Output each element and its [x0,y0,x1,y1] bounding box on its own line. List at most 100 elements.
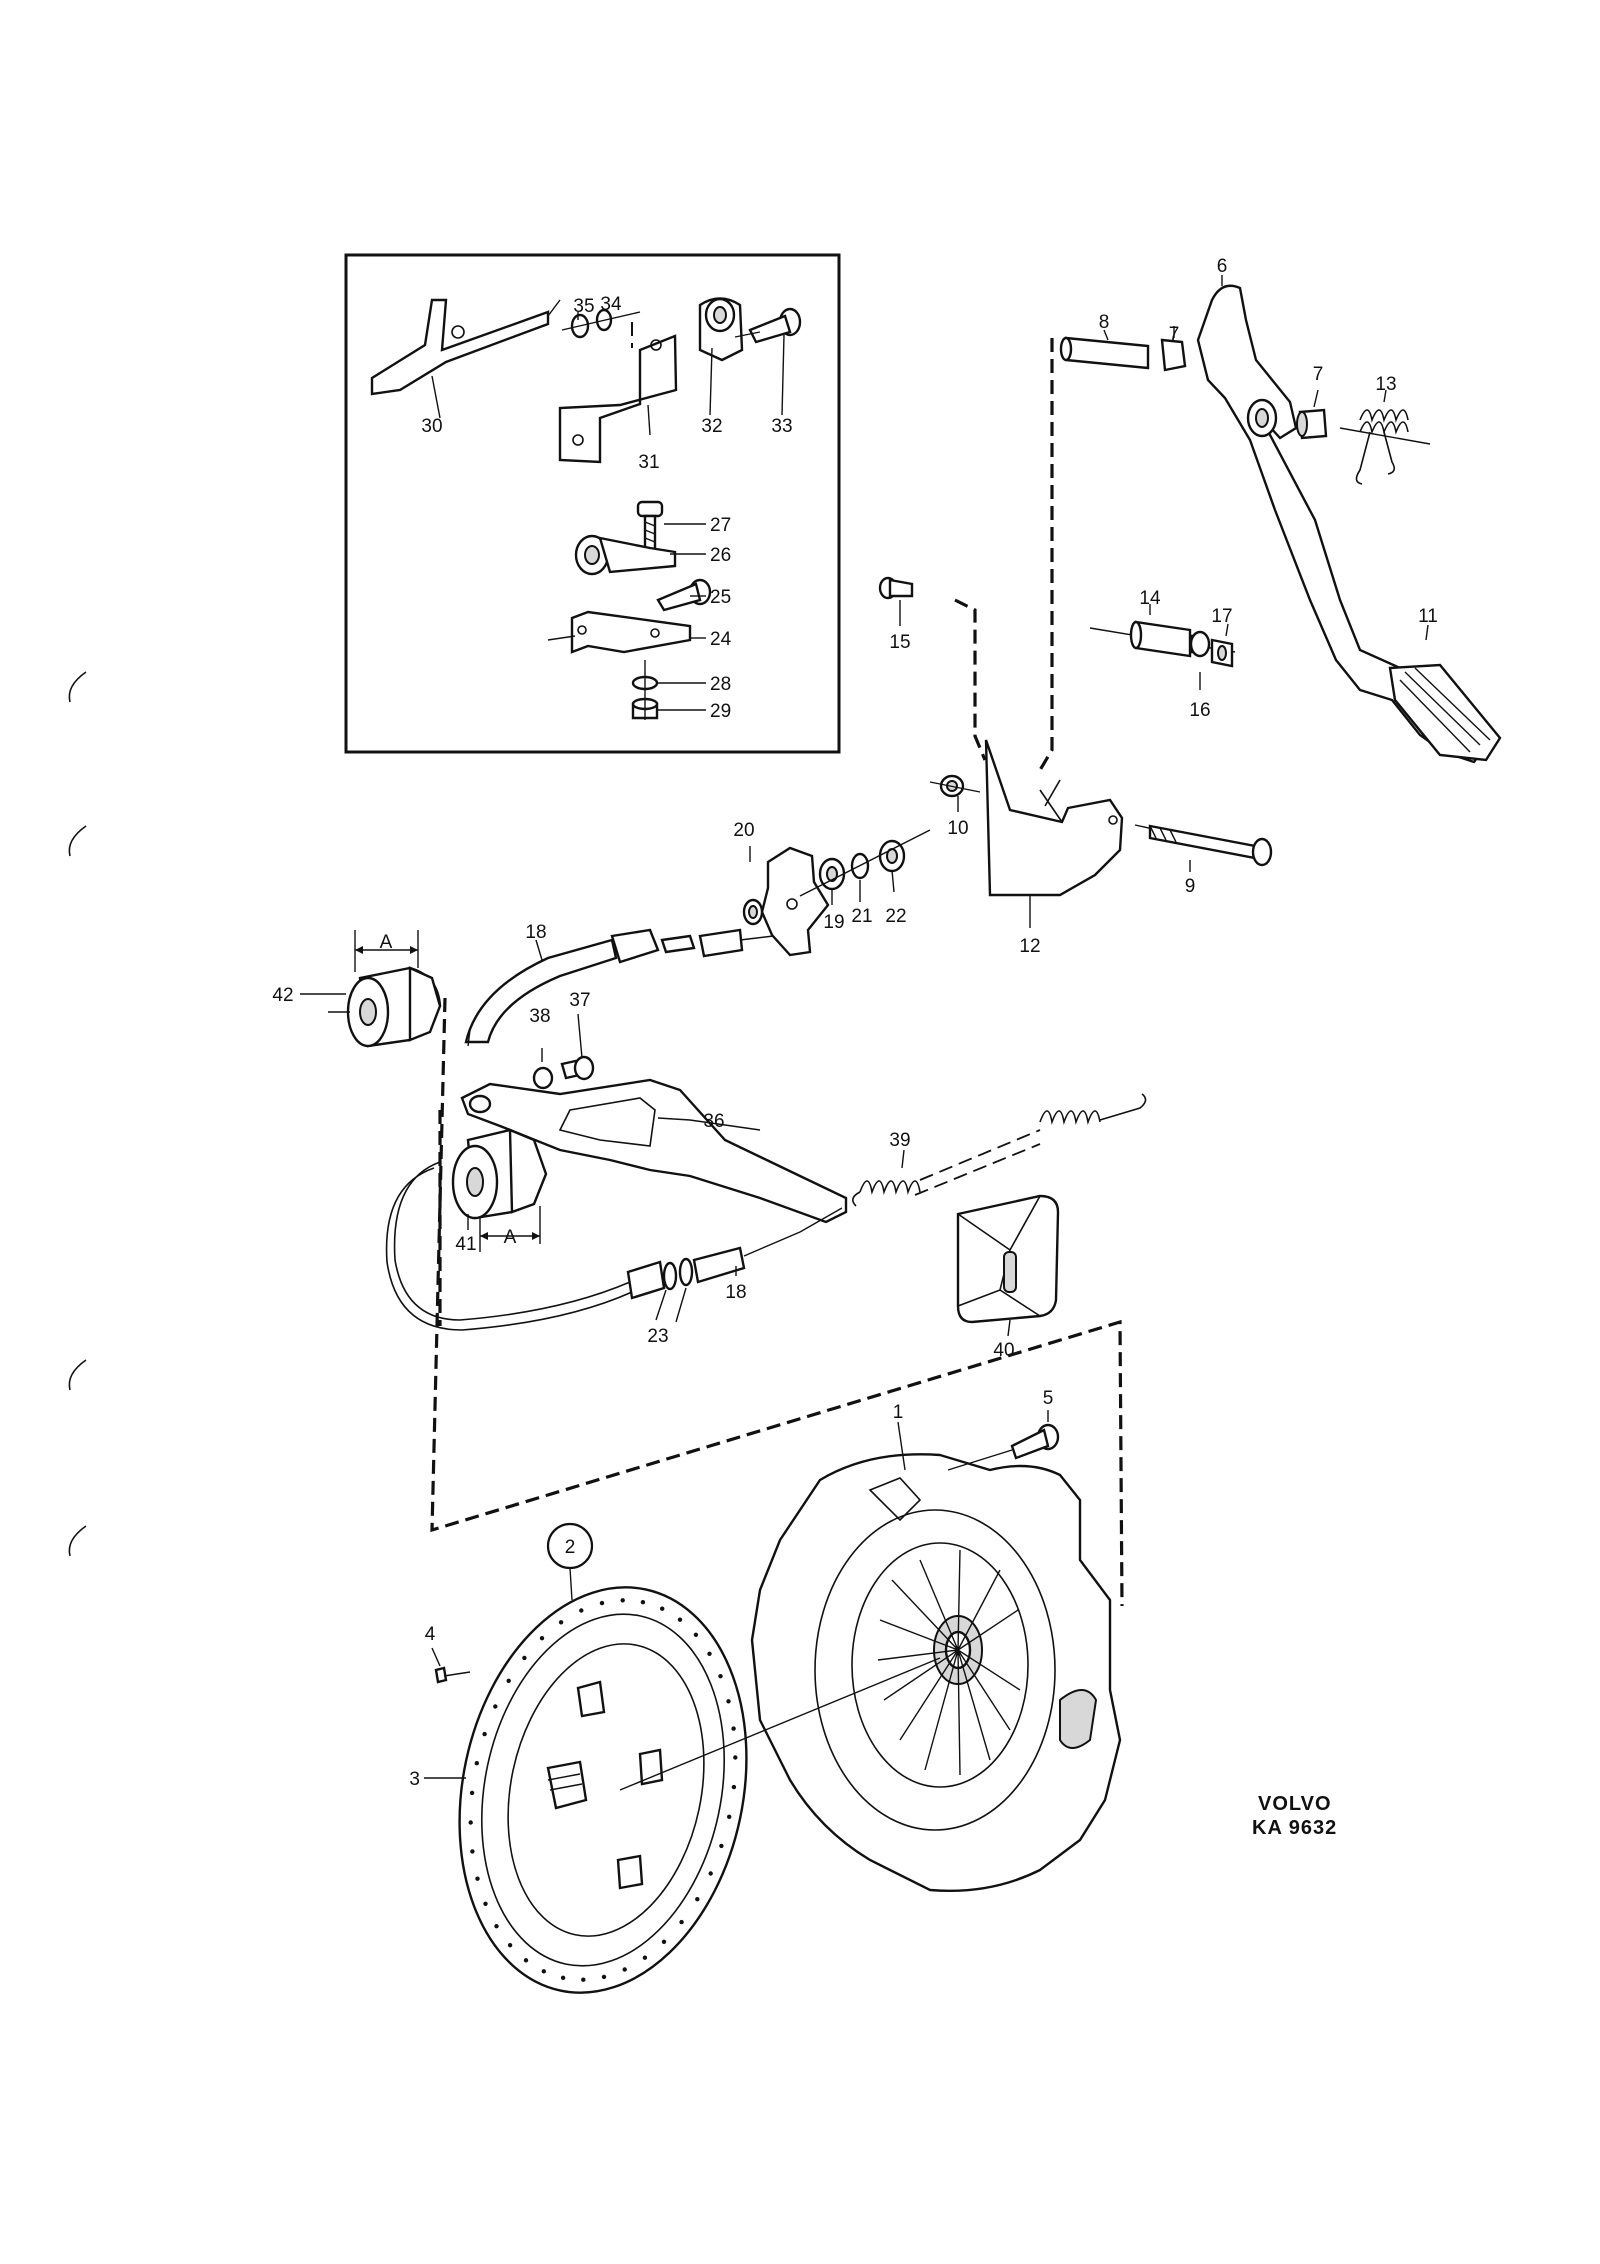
label-21: 21 [851,906,872,927]
friction-rivet [642,1955,648,1960]
part-18-23-clutch-cable-lower [385,1161,843,1331]
friction-rivet [507,1943,513,1948]
label-7a: 7 [1169,324,1180,345]
friction-rivet [558,1620,564,1625]
part-40-dust-boot [956,1194,1060,1324]
label-37: 37 [569,990,590,1011]
label-33: 33 [771,416,792,437]
label-12: 12 [1019,936,1040,957]
friction-rivet [470,1849,475,1854]
label-9: 9 [1185,876,1196,897]
label-29: 29 [710,701,731,722]
part-18-clutch-cable-upper [464,928,791,1047]
part-9-pivot-bolt [1134,824,1273,867]
centre-axis-line [619,1657,941,1791]
label-26: 26 [710,545,731,566]
label-11: 11 [1418,606,1438,627]
label-24: 24 [710,629,732,650]
friction-rivet [731,1726,736,1731]
part-number-labels: 30 31 32 33 34 35 27 26 25 24 28 29 6 8 … [272,256,1437,1790]
dashed-leader-lines [430,338,1124,1607]
label-42: 42 [272,985,293,1006]
dimension-a-label-bottom: A [504,1227,517,1248]
part-31-bracket [558,322,678,464]
friction-rivet [622,1967,627,1972]
inset-frame [344,253,841,754]
part-14-16-17-pushrod-pin [1089,620,1236,668]
part-6-clutch-pedal [1196,284,1502,764]
part-41-release-bearing [451,1128,548,1220]
label-39: 39 [889,1130,910,1151]
part-12-pedal-bracket [984,739,1124,897]
part-34-35-washers [561,308,641,339]
part-28-29-washer-nut [631,660,659,720]
label-1: 1 [893,1402,904,1423]
friction-rivet [474,1761,479,1766]
label-16: 16 [1189,700,1210,721]
friction-rivet [468,1820,473,1825]
part-32-bushing [698,297,744,362]
part-4-rivet [434,1666,471,1684]
friction-rivet [719,1843,724,1849]
friction-rivet [718,1674,723,1679]
dimension-a-label-top: A [380,932,393,953]
dimension-a-bottom [479,1206,541,1252]
label-13: 13 [1375,374,1396,395]
friction-rivet [726,1699,731,1704]
part-24-bracket [547,610,692,654]
friction-rivet [677,1617,683,1622]
part-10-nut [929,774,981,798]
friction-rivet [640,1600,646,1605]
label-28: 28 [710,674,731,695]
part-15-bolt [878,576,914,600]
label-36: 36 [703,1111,724,1132]
part-25-bolt [656,578,712,612]
friction-rivet [727,1814,732,1820]
label-27: 27 [710,515,731,536]
label-38: 38 [529,1006,550,1027]
friction-rivet [661,1939,667,1945]
friction-rivet [708,1871,713,1876]
friction-rivet [620,1598,625,1603]
part-3-clutch-disc [458,1586,748,1994]
friction-rivet [560,1975,566,1981]
friction-rivet [469,1790,475,1796]
friction-rivet [475,1876,480,1881]
label-2: 2 [565,1537,576,1558]
part-5-bolt [947,1423,1060,1471]
part-37-38-bolt-washer [532,1055,595,1090]
friction-rivet [523,1958,529,1963]
dimension-a-top [354,930,419,972]
label-40: 40 [993,1340,1014,1361]
drawing-code: KA 9632 [1252,1817,1337,1839]
friction-rivet [679,1919,684,1925]
label-22: 22 [885,906,906,927]
part-1-pressure-plate [750,1453,1122,1893]
friction-rivet [493,1704,498,1709]
label-32: 32 [701,416,722,437]
label-31: 31 [638,452,659,473]
friction-rivet [733,1755,738,1760]
label-41: 41 [455,1234,476,1255]
part-2-leader [569,1567,573,1601]
friction-rivet [539,1636,545,1641]
part-27-screw [636,500,664,552]
part-19-22-cable-bracket-hardware [742,829,931,957]
label-18-lower: 18 [725,1282,746,1303]
label-19: 19 [823,912,844,933]
part-26-clamp [574,534,677,576]
friction-rivet [707,1651,712,1657]
part-13-return-spring [1339,409,1431,485]
part-30-bracket [370,298,561,396]
friction-rivet [599,1600,605,1606]
label-6: 6 [1217,256,1228,277]
friction-rivet [601,1974,607,1980]
label-23: 23 [647,1326,668,1347]
label-20: 20 [733,820,754,841]
label-14: 14 [1139,588,1161,609]
friction-rivet [581,1977,586,1982]
label-18-upper: 18 [525,922,546,943]
label-3: 3 [409,1769,420,1790]
friction-rivet [541,1969,546,1974]
